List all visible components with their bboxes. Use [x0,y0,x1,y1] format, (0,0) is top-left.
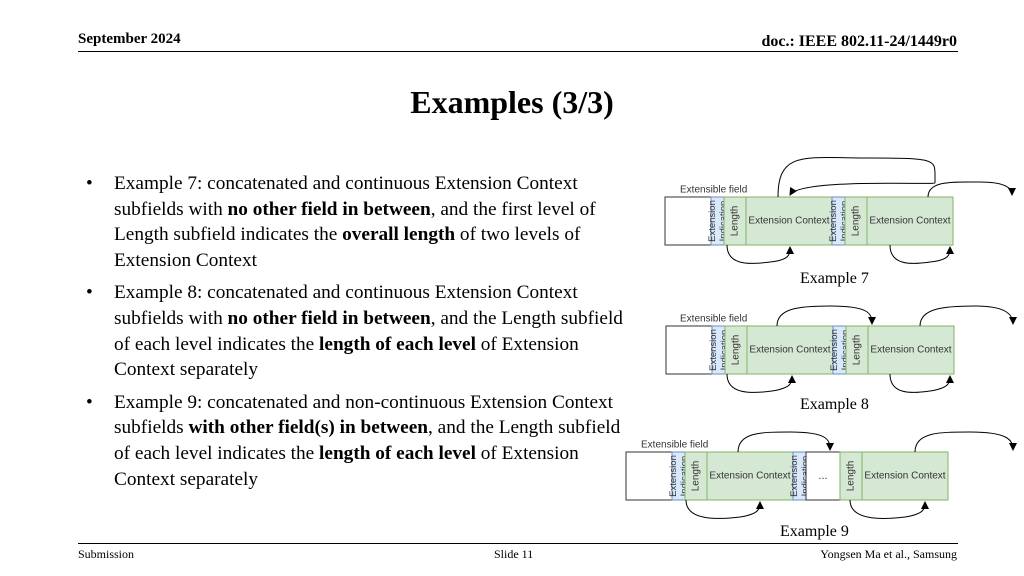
length-text: Length [691,461,702,492]
extension-text: Extension [829,329,840,371]
extension-context-cell [867,325,955,375]
footer-rule [78,543,958,544]
length-arrow [726,373,796,393]
length-arrow [919,305,1017,327]
bullet-text: of two levels of Extension Context [114,224,581,271]
extensible-field-label: Extensible field [680,314,747,325]
caption-example-7: Example 7 [800,270,869,287]
length-arrow [889,373,954,393]
bullet-marker: • [86,282,93,304]
length-arrow [726,244,794,264]
other-fields-cell [805,451,841,501]
extension-text: Extension [668,455,679,497]
diagram-example-8: Extensible fieldExtensionIndicationLengt… [665,305,1017,393]
extension-text: Extension [789,455,800,497]
bullet-text: of Extension Context separately [114,442,579,490]
bullet-text: Example 7: concatenated and continuous E… [114,173,578,220]
length-label: Length [851,206,862,237]
bullet-item: • Example 7: concatenated and continuous … [86,171,631,273]
slide-title: Examples (3/3) [410,84,614,120]
extension-context-cell [866,196,954,246]
diagram-example-9: Extensible fieldExtensionIndicationLengt… [625,431,1017,519]
length-arrow [927,181,1016,198]
bullet-text: , and the Length subfield of each level … [114,417,621,464]
bullet-text: , and the Length subfield of each level … [114,307,623,355]
length-arrow [776,305,876,327]
extension-context-label: Extension Context [748,216,829,227]
extension-context-label: Extension Context [749,345,830,356]
outer-field-cell [625,451,673,501]
length-arrow [889,244,954,264]
length-label: Length [852,335,863,366]
length-arrow [914,431,1017,453]
bullet-text: Example 9: concatenated and non-continuo… [114,391,614,439]
bullet-item: • Example 8: concatenated and continuous … [86,280,631,382]
caption-example-9: Example 9 [780,523,849,540]
length-label: Length [730,206,741,237]
extension-context-cell [861,451,949,501]
extensible-field-label: Extensible field [641,440,708,451]
bullet-emphasis: with other field(s) in between [188,417,429,439]
length-arrow [849,499,929,519]
extension-context-label: Extension Context [864,471,945,482]
outer-field-cell [664,196,712,246]
extension-context-cell [706,451,794,501]
extension-context-cell [745,196,833,246]
length-label: Length [691,461,702,492]
extension-text: Extension [828,200,839,242]
bullet-text: Example 8: concatenated and continuous E… [114,282,578,329]
length-arrow [737,431,834,453]
length-text: Length [846,461,857,492]
caption-example-8: Example 8 [800,396,869,413]
bullet-emphasis: no other field in between [227,307,431,329]
extension-context-label: Extension Context [869,216,950,227]
length-arrow [685,499,764,519]
extension-context-label: Extension Context [870,345,951,356]
extension-text: Extension [707,200,718,242]
length-label: Length [731,335,742,366]
footer-submission: Submission [78,547,135,561]
footer-authors: Yongsen Ma et al., Samsung [820,547,957,561]
bullet-list: • Example 7: concatenated and continuous … [86,171,631,499]
extension-context-cell [746,325,834,375]
bullet-item: • Example 9: concatenated and non-continu… [86,390,631,492]
bullet-marker: • [86,391,93,413]
extension-text: Extension [708,329,719,371]
bullet-emphasis: overall length [342,224,456,246]
ellipsis-label: ... [818,470,827,482]
header-rule [78,51,958,52]
extensible-field-label: Extensible field [680,185,747,196]
bullet-emphasis: length of each level [319,333,476,355]
extension-context-label: Extension Context [709,471,790,482]
bullet-emphasis: length of each level [319,442,476,464]
length-label: Length [846,461,857,492]
header-doc-id: doc.: IEEE 802.11-24/1449r0 [761,33,957,50]
bullet-marker: • [86,173,93,194]
outer-field-cell [665,325,713,375]
bullet-emphasis: no other field in between [227,198,431,220]
bullet-text: , and the first level of Length subfield… [114,198,596,246]
bullet-text: of Extension Context separately [114,333,579,381]
footer-slide-number: Slide 11 [494,547,534,561]
diagram-example-7: Extensible fieldExtensionIndicationLengt… [664,156,1016,264]
header-date: September 2024 [78,31,181,47]
length-text: Length [731,335,742,366]
length-text: Length [851,206,862,237]
length-text: Length [852,335,863,366]
length-arrow [777,156,936,198]
length-text: Length [730,206,741,237]
